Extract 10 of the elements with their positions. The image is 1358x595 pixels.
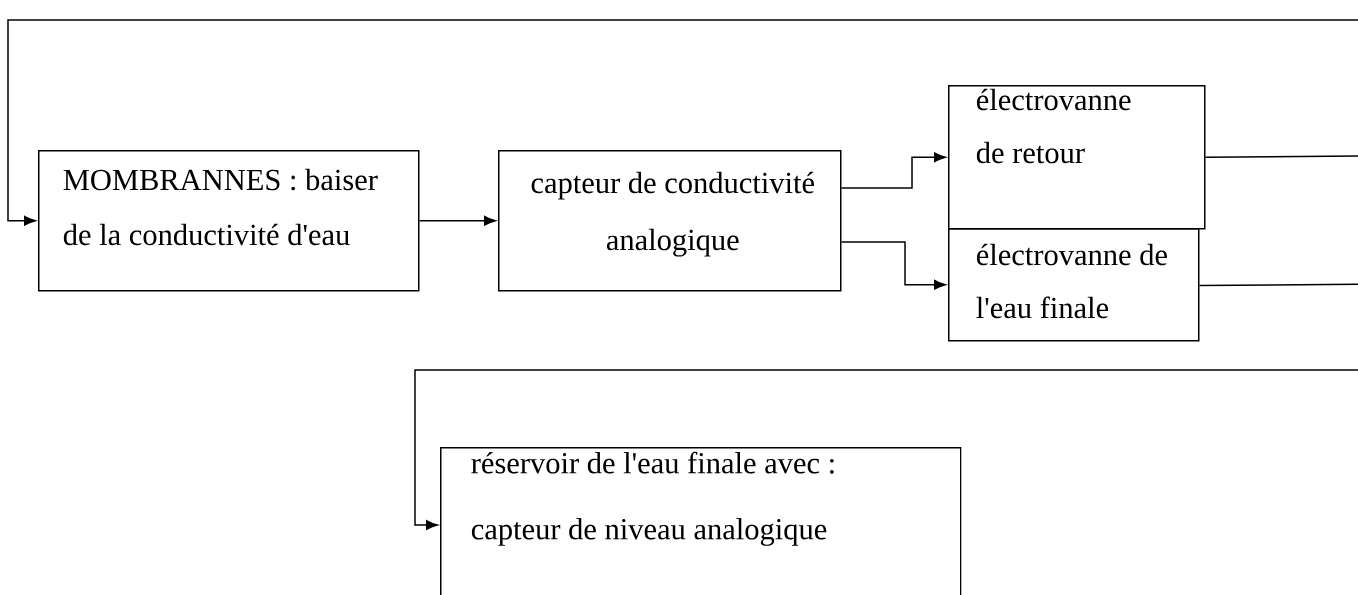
process-box: électrovanne de retour xyxy=(948,85,1206,230)
arrow xyxy=(840,152,946,189)
arrow xyxy=(7,19,1358,226)
arrow xyxy=(414,283,1358,530)
process-box: électrovanne de l'eau finale xyxy=(948,228,1200,342)
process-box: capteur de conductivité analogique xyxy=(498,150,842,292)
process-box: MOMBRANNES : baiser de la conductivité d'eau xyxy=(38,150,420,292)
arrow xyxy=(840,241,946,290)
process-box: réservoir de l'eau finale avec : capteur de niveau analogique xyxy=(440,447,962,595)
arrow xyxy=(418,215,496,226)
